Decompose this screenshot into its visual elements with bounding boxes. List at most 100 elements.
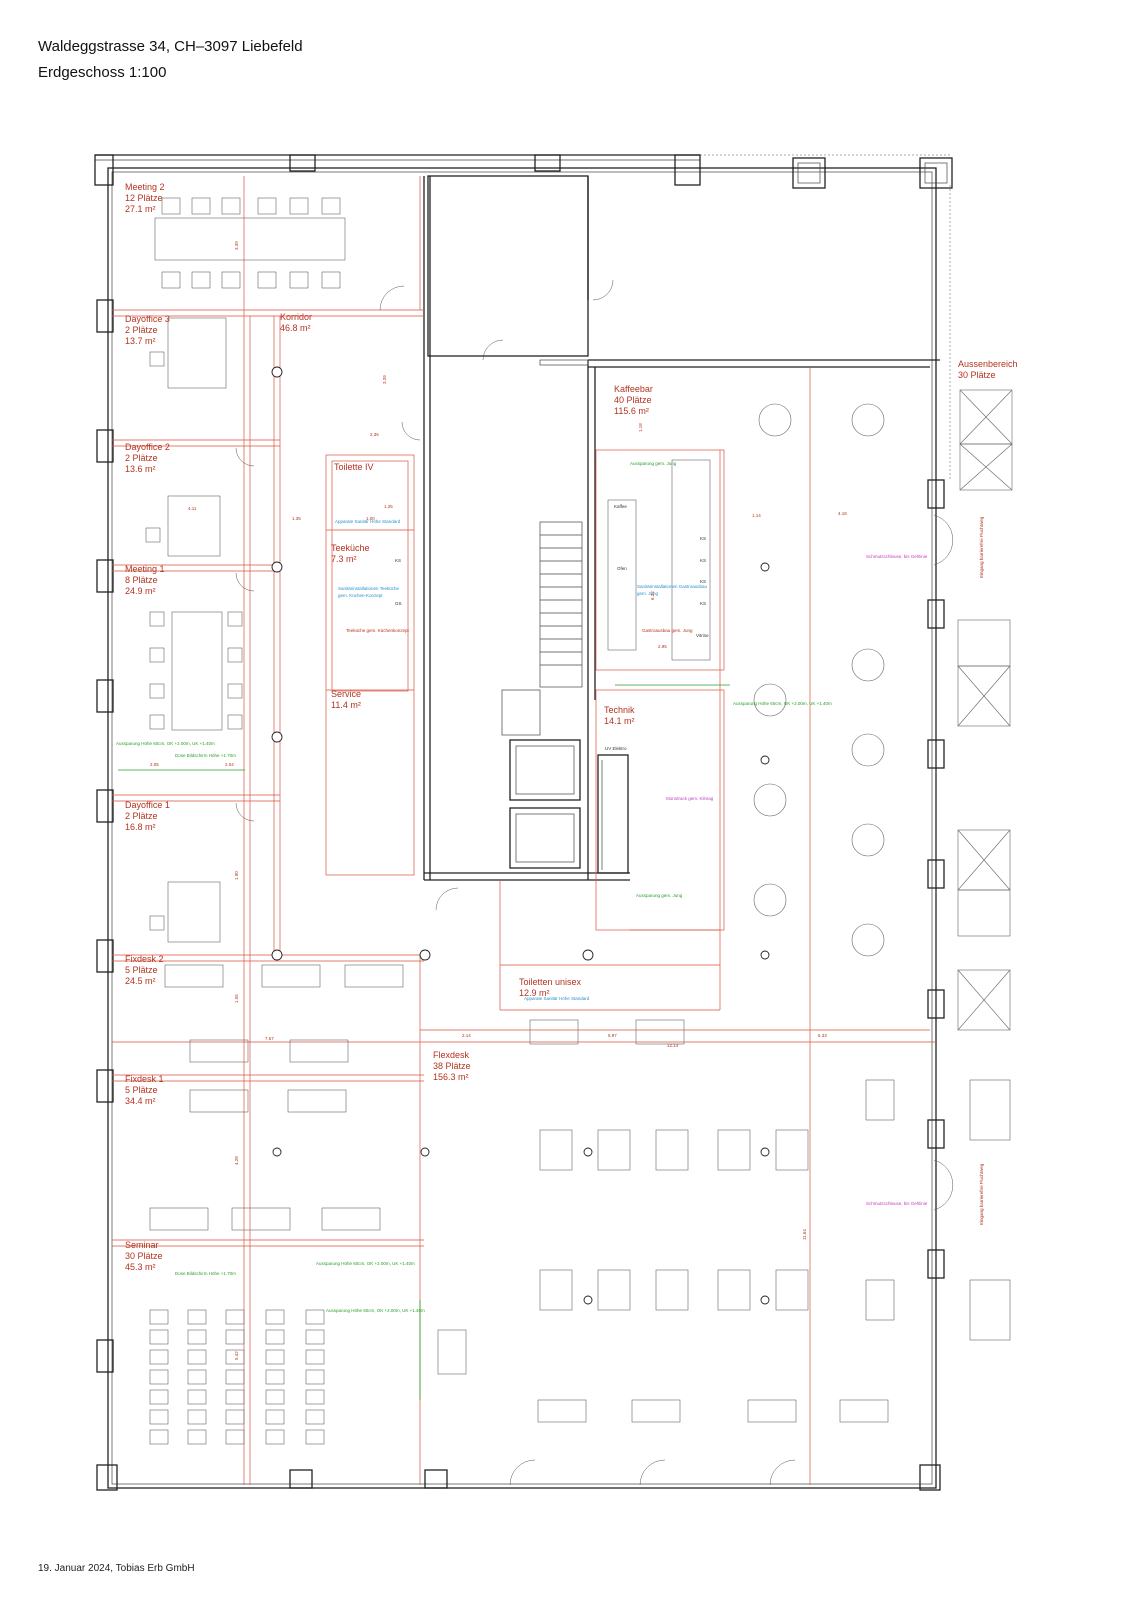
structural-columns: [271, 366, 770, 1305]
room-label: Fixdesk 1: [125, 1074, 164, 1084]
column: [583, 1295, 593, 1305]
label-kaffee: Kaffee: [614, 504, 627, 509]
column: [760, 1295, 770, 1305]
dimension: 1.18: [638, 423, 643, 432]
dimension: 2.95: [658, 644, 667, 649]
room-area: 12.9 m²: [519, 988, 550, 998]
room-label: Kaffeebar: [614, 384, 653, 394]
column: [760, 1147, 770, 1157]
room-area: 24.9 m²: [125, 586, 156, 596]
annotation: Eingang barrierefrei Fluchtweg: [979, 516, 984, 578]
annotation: Aussparung Höhe 60cm, OK +2.00m, UK +1.4…: [116, 741, 215, 746]
label-ks: KS: [700, 601, 706, 606]
annotation: Sanitärinstallationen Gastroausbau: [637, 584, 708, 589]
dimension: 2.04: [225, 762, 234, 767]
room-outlines: [112, 176, 935, 1485]
dimension: 1.00: [366, 516, 375, 521]
annotation: gem. Küchen-Konzept: [338, 593, 383, 598]
dimension: 7.67: [265, 1036, 274, 1041]
room-label: Seminar: [125, 1240, 159, 1250]
room-area: 13.6 m²: [125, 464, 156, 474]
column: [271, 366, 283, 378]
label-ofen: Ofen: [617, 566, 627, 571]
dimension: 1.55: [234, 994, 239, 1003]
annotation: Aussparung gem. Jung: [636, 893, 683, 898]
dimension-labels: 3.39 2.36 1.35 1.00 1.25 7.67 5.97 2.14 …: [150, 241, 847, 1360]
room-seats: 38 Plätze: [433, 1061, 471, 1071]
dimension: 2.05: [150, 762, 159, 767]
annotation: Gastroausbau gem. Jung: [642, 628, 693, 633]
room-area: 45.3 m²: [125, 1262, 156, 1272]
column: [583, 1147, 593, 1157]
room-seats: 5 Plätze: [125, 965, 158, 975]
label-ks: KS: [700, 536, 706, 541]
label-ks: KS: [395, 558, 401, 563]
room-area: 46.8 m²: [280, 323, 311, 333]
dimension: 5.33: [818, 1033, 827, 1038]
dimension: 2.14: [462, 1033, 471, 1038]
room-seats: 12 Plätze: [125, 193, 163, 203]
annotation: Dose Bildschirm Höhe +1.70m: [175, 753, 236, 758]
dimension: 5.97: [608, 1033, 617, 1038]
room-label: Service: [331, 689, 361, 699]
footer-credit: 19. Januar 2024, Tobias Erb GmbH: [38, 1563, 195, 1574]
doors: [235, 279, 954, 1486]
room-area: 13.7 m²: [125, 336, 156, 346]
annotation: Teeküche gem. Küchenkonzept: [346, 628, 410, 633]
room-label: Teeküche: [331, 543, 370, 553]
room-area: 7.3 m²: [331, 554, 357, 564]
room-seats: 2 Plätze: [125, 811, 158, 821]
room-label: Dayoffice 2: [125, 442, 170, 452]
room-seats: 2 Plätze: [125, 453, 158, 463]
dimension: 3.39: [382, 375, 387, 384]
column: [271, 561, 283, 573]
annotation: Monotrack gem. Kilmag: [666, 796, 714, 801]
room-area: 14.1 m²: [604, 716, 635, 726]
room-label: Korridor: [280, 312, 312, 322]
room-area: 156.3 m²: [433, 1072, 469, 1082]
column: [760, 950, 770, 960]
room-labels: Meeting 2 12 Plätze 27.1 m² Korridor 46.…: [125, 182, 1018, 1272]
office-furniture: [145, 317, 243, 943]
room-seats: 30 Plätze: [125, 1251, 163, 1261]
column: [271, 731, 283, 743]
room-area: 11.4 m²: [331, 700, 361, 710]
green-annotation-lines: [118, 684, 730, 1400]
annotation: UV Elektro: [605, 746, 627, 751]
annotation: Aussparung Höhe 60cm, OK +2.00m, UK +1.4…: [326, 1308, 425, 1313]
room-area: 27.1 m²: [125, 204, 156, 214]
room-seats: 2 Plätze: [125, 325, 158, 335]
room-label: Dayoffice 1: [125, 800, 170, 810]
room-area: 115.6 m²: [614, 406, 649, 416]
room-label: Dayoffice 3: [125, 314, 170, 324]
room-label: Flexdesk: [433, 1050, 470, 1060]
dimension: 4.18: [838, 511, 847, 516]
dimension: 6.22: [650, 591, 655, 600]
room-area: 34.4 m²: [125, 1096, 156, 1106]
column: [760, 562, 770, 572]
room-seats: 8 Plätze: [125, 575, 158, 585]
annotation: Aussparung Höhe 60cm, OK +2.00m, UK +1.4…: [733, 701, 832, 706]
annotation: Sanitärinstallationen Teeküche: [338, 586, 399, 591]
annotation: Dose Bildschirm Höhe +1.70m: [175, 1271, 236, 1276]
label-vitrine: Vitrine: [696, 633, 709, 638]
label-ks: KS: [700, 558, 706, 563]
room-label: Fixdesk 2: [125, 954, 164, 964]
fixdesk-furniture: [149, 964, 404, 1231]
dimension: 1.25: [384, 504, 393, 509]
flexdesk-clusters: [529, 1019, 895, 1423]
room-label: Toilette IV: [334, 462, 374, 472]
label-gs: GS: [395, 601, 402, 606]
room-label: Toiletten unisex: [519, 977, 582, 987]
room-label: Technik: [604, 705, 635, 715]
outer-walls: [94, 154, 953, 1491]
dimension: 4.11: [188, 506, 197, 511]
annotation: Aussparung gem. Jung: [630, 461, 677, 466]
annotation: Schmutzschleuse, bis Gehlinie: [866, 1201, 928, 1206]
core-walls: [423, 175, 940, 881]
column: [272, 1147, 282, 1157]
annotation: Eingang barrierefrei Fluchtweg: [979, 1163, 984, 1225]
column: [419, 949, 431, 961]
annotation: Schmutzschleuse, bis Gehlinie: [866, 554, 928, 559]
